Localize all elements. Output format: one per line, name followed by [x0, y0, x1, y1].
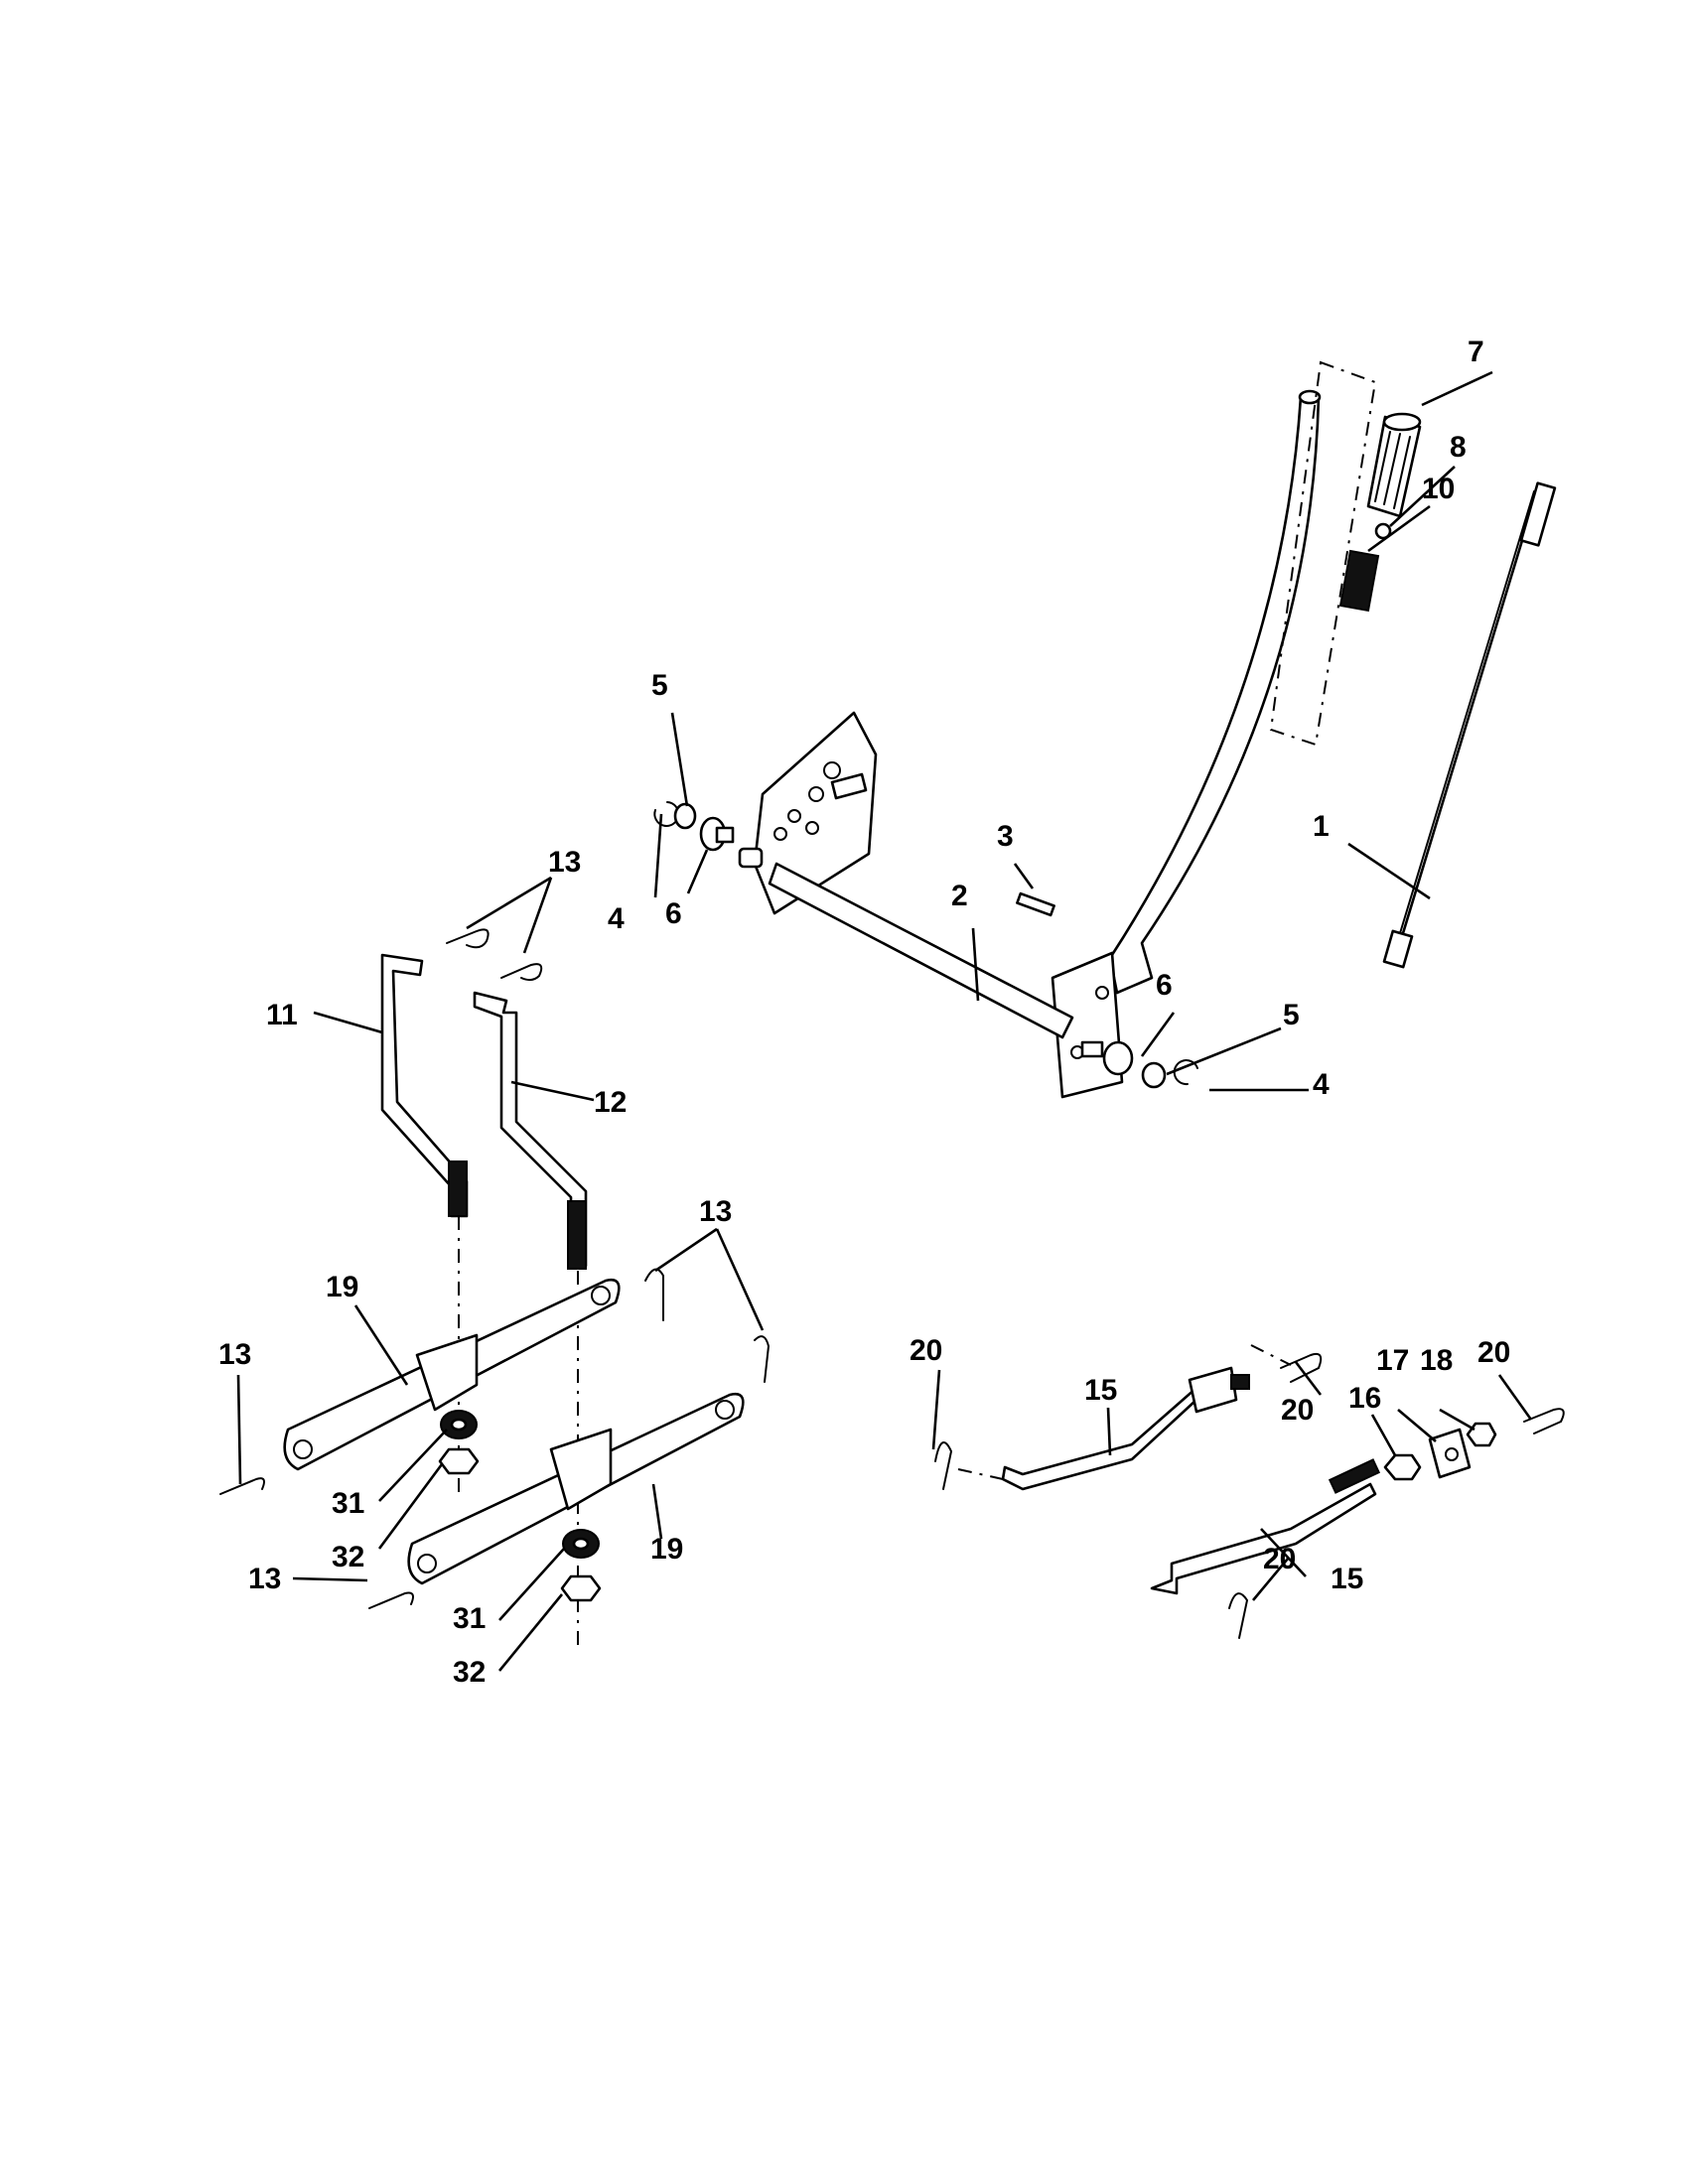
callout-13: 13: [218, 1338, 251, 1371]
callout-4: 4: [608, 902, 625, 935]
washer-left: [673, 802, 697, 830]
jam-nut: [1383, 1453, 1422, 1481]
callout-6: 6: [1156, 969, 1173, 1002]
callout-13: 13: [699, 1195, 732, 1228]
spring: [1338, 549, 1380, 613]
handle-grip: [1366, 412, 1422, 518]
callout-17: 17: [1376, 1344, 1409, 1377]
cotter-pin: [1228, 1592, 1249, 1639]
e-clip-left: [653, 801, 680, 827]
lift-handle: [1051, 389, 1322, 1099]
adjustment-rod-lower: [1150, 1458, 1381, 1595]
callout-20: 20: [910, 1334, 942, 1367]
cotter-pin: [934, 1441, 953, 1490]
alignment-line: [957, 1468, 1004, 1480]
callout-1: 1: [1313, 810, 1330, 843]
callout-labels: 1 2 3 4 4 5 5 6 6 7 8 10 11 12 13 13 13 …: [218, 336, 1510, 1689]
rod: [1382, 481, 1557, 969]
lift-arm-lower: [407, 1392, 745, 1585]
bushing-right: [1080, 1040, 1134, 1076]
alignment-line: [1250, 1344, 1292, 1366]
washer-right: [1141, 1061, 1167, 1089]
callout-10: 10: [1422, 473, 1455, 505]
callout-20: 20: [1281, 1394, 1314, 1427]
callout-31: 31: [332, 1487, 364, 1520]
callout-3: 3: [997, 820, 1014, 853]
callout-15: 15: [1331, 1563, 1363, 1595]
grip-assembly-outline: [1269, 360, 1377, 747]
callout-12: 12: [594, 1086, 627, 1119]
cotter-pin: [1280, 1352, 1323, 1383]
callout-7: 7: [1468, 336, 1484, 368]
spacer: [440, 1410, 478, 1439]
adjuster-block: [1428, 1428, 1472, 1479]
hairpin-clip: [219, 1477, 265, 1495]
cross-shaft: [738, 847, 1074, 1039]
callout-11: 11: [266, 999, 298, 1031]
callout-5: 5: [1283, 999, 1300, 1031]
nut: [438, 1447, 480, 1475]
nut: [560, 1574, 602, 1602]
callout-8: 8: [1450, 431, 1467, 464]
callout-2: 2: [951, 880, 968, 912]
hairpin-clip: [368, 1591, 414, 1609]
callout-6: 6: [665, 897, 682, 930]
lift-arm-upper: [283, 1278, 621, 1471]
spacer: [562, 1529, 600, 1559]
hairpin-clip: [754, 1335, 771, 1383]
callout-15: 15: [1084, 1374, 1117, 1407]
callout-32: 32: [332, 1541, 364, 1573]
callout-13: 13: [548, 846, 581, 879]
lift-link-right: [473, 991, 588, 1270]
adjustment-rod-upper: [1001, 1366, 1250, 1491]
callout-32: 32: [453, 1656, 486, 1689]
callout-5: 5: [651, 669, 668, 702]
callout-20: 20: [1263, 1543, 1296, 1575]
callout-16: 16: [1348, 1382, 1381, 1415]
callout-20: 20: [1477, 1336, 1510, 1369]
callout-19: 19: [650, 1533, 683, 1566]
button: [1374, 522, 1392, 540]
lift-link-left: [380, 953, 469, 1218]
callout-4: 4: [1313, 1068, 1330, 1101]
pin: [1016, 891, 1055, 917]
callout-18: 18: [1420, 1344, 1453, 1377]
callout-31: 31: [453, 1602, 486, 1635]
bushing-left: [699, 816, 735, 852]
leader-lines: [236, 370, 1533, 1672]
callout-19: 19: [326, 1271, 358, 1303]
hairpin-clip: [446, 928, 543, 982]
cotter-pin: [1523, 1408, 1565, 1434]
hairpin-clip: [644, 1268, 664, 1321]
callout-13: 13: [248, 1563, 281, 1595]
